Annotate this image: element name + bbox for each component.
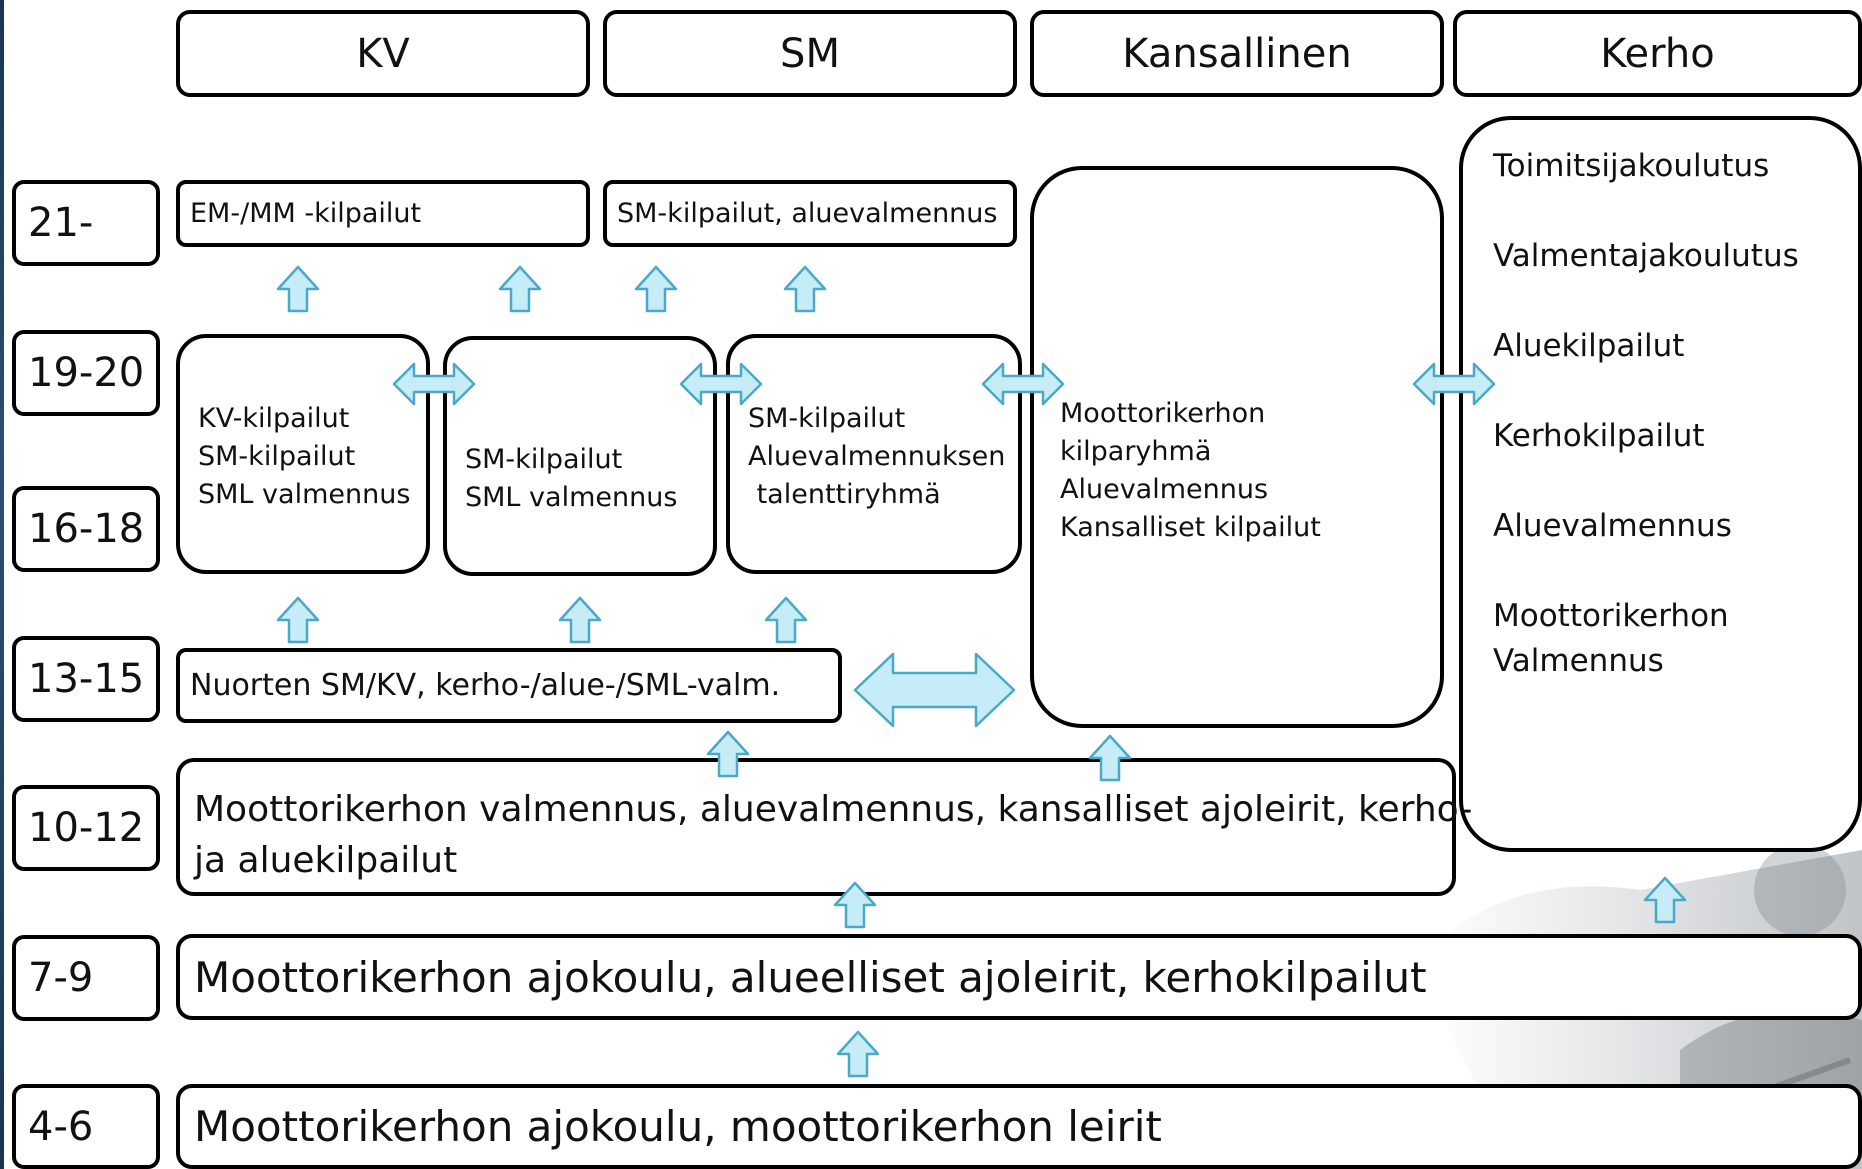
column-header-sm: SM <box>603 10 1017 97</box>
age-label-10-12: 10-12 <box>12 785 160 871</box>
kv-16-20-box: KV-kilpailut SM-kilpailut SML valmennus <box>176 334 430 574</box>
row-7-9-box: Moottorikerhon ajokoulu, alueelliset ajo… <box>176 934 1862 1020</box>
column-header-kerho: Kerho <box>1453 10 1862 97</box>
sm-21-box: SM-kilpailut, aluevalmennus <box>603 180 1017 247</box>
sm-16-20-line: SM-kilpailut <box>748 403 906 434</box>
kv-21-box: EM-/MM -kilpailut <box>176 180 590 247</box>
kerho-line: Aluekilpailut <box>1493 328 1685 364</box>
sm-16-20-line: Aluevalmennuksen <box>748 441 1006 472</box>
nuorten-13-15-text: Nuorten SM/KV, kerho-/alue-/SML-valm. <box>190 668 781 703</box>
column-header-label: KV <box>356 30 410 77</box>
sm-16-20-line: talenttiryhmä <box>748 479 941 510</box>
kv-16-20-line: SM-kilpailut <box>198 441 356 472</box>
sm-21-text: SM-kilpailut, aluevalmennus <box>617 198 998 229</box>
up-arrow-icon <box>836 1030 880 1078</box>
age-label-7-9: 7-9 <box>12 935 160 1021</box>
column-header-label: Kerho <box>1600 30 1715 77</box>
row-7-9-text: Moottorikerhon ajokoulu, alueelliset ajo… <box>194 952 1427 1002</box>
kansallinen-line: kilparyhmä <box>1060 436 1212 467</box>
kv-sm-16-20-line: SML valmennus <box>465 482 678 513</box>
kerho-line: Aluevalmennus <box>1493 508 1732 544</box>
column-header-kv: KV <box>176 10 590 97</box>
kv-sm-16-20-line: SM-kilpailut <box>465 444 623 475</box>
kerho-line: Moottorikerhon <box>1493 598 1729 634</box>
age-label-19-20: 19-20 <box>12 330 160 416</box>
kv-sm-16-20-box: SM-kilpailut SML valmennus <box>443 336 717 576</box>
row-10-12-line: Moottorikerhon valmennus, aluevalmennus,… <box>194 789 1473 830</box>
column-header-label: SM <box>780 30 840 77</box>
age-label-4-6: 4-6 <box>12 1084 160 1169</box>
sm-16-20-box: SM-kilpailut Aluevalmennuksen talenttiry… <box>726 334 1022 574</box>
kerho-line: Kerhokilpailut <box>1493 418 1705 454</box>
row-10-12-box: Moottorikerhon valmennus, aluevalmennus,… <box>176 758 1473 896</box>
kansallinen-line: Kansalliset kilpailut <box>1060 512 1321 543</box>
nuorten-13-15-box: Nuorten SM/KV, kerho-/alue-/SML-valm. <box>176 648 842 723</box>
large-double-arrow-icon <box>853 652 1016 728</box>
age-label-text: 4-6 <box>28 1103 94 1150</box>
age-label-16-18: 16-18 <box>12 486 160 572</box>
kv-16-20-line: KV-kilpailut <box>198 403 350 434</box>
row-4-6-box: Moottorikerhon ajokoulu, moottorikerhon … <box>176 1084 1862 1169</box>
age-label-text: 19-20 <box>28 350 145 396</box>
age-label-text: 16-18 <box>28 506 145 552</box>
age-label-13-15: 13-15 <box>12 636 160 722</box>
age-label-text: 10-12 <box>28 805 145 851</box>
kerho-line: Valmentajakoulutus <box>1493 238 1799 274</box>
up-arrow-icon <box>498 265 542 313</box>
age-label-text: 21- <box>28 200 94 246</box>
column-header-label: Kansallinen <box>1122 30 1352 77</box>
up-arrow-icon <box>783 265 827 313</box>
up-arrow-icon <box>276 265 320 313</box>
kerho-line: Valmennus <box>1493 643 1664 679</box>
kerho-line: Toimitsijakoulutus <box>1493 148 1770 184</box>
up-arrow-icon <box>276 596 320 644</box>
up-arrow-icon <box>558 596 602 644</box>
kansallinen-line: Moottorikerhon <box>1060 398 1266 429</box>
age-label-text: 7-9 <box>28 955 94 1001</box>
up-arrow-icon <box>634 265 678 313</box>
kv-16-20-line: SML valmennus <box>198 479 411 510</box>
kansallinen-column-box: Moottorikerhon kilparyhmä Aluevalmennus … <box>1030 166 1444 728</box>
row-10-12-line: ja aluekilpailut <box>194 840 458 881</box>
column-header-kansallinen: Kansallinen <box>1030 10 1444 97</box>
kv-21-text: EM-/MM -kilpailut <box>190 198 422 229</box>
kansallinen-line: Aluevalmennus <box>1060 474 1269 505</box>
age-label-text: 13-15 <box>28 656 145 702</box>
row-4-6-text: Moottorikerhon ajokoulu, moottorikerhon … <box>194 1102 1162 1151</box>
kerho-column-box: Toimitsijakoulutus Valmentajakoulutus Al… <box>1459 116 1862 852</box>
left-edge-strip <box>0 0 4 1169</box>
age-label-21: 21- <box>12 180 160 266</box>
up-arrow-icon <box>764 596 808 644</box>
